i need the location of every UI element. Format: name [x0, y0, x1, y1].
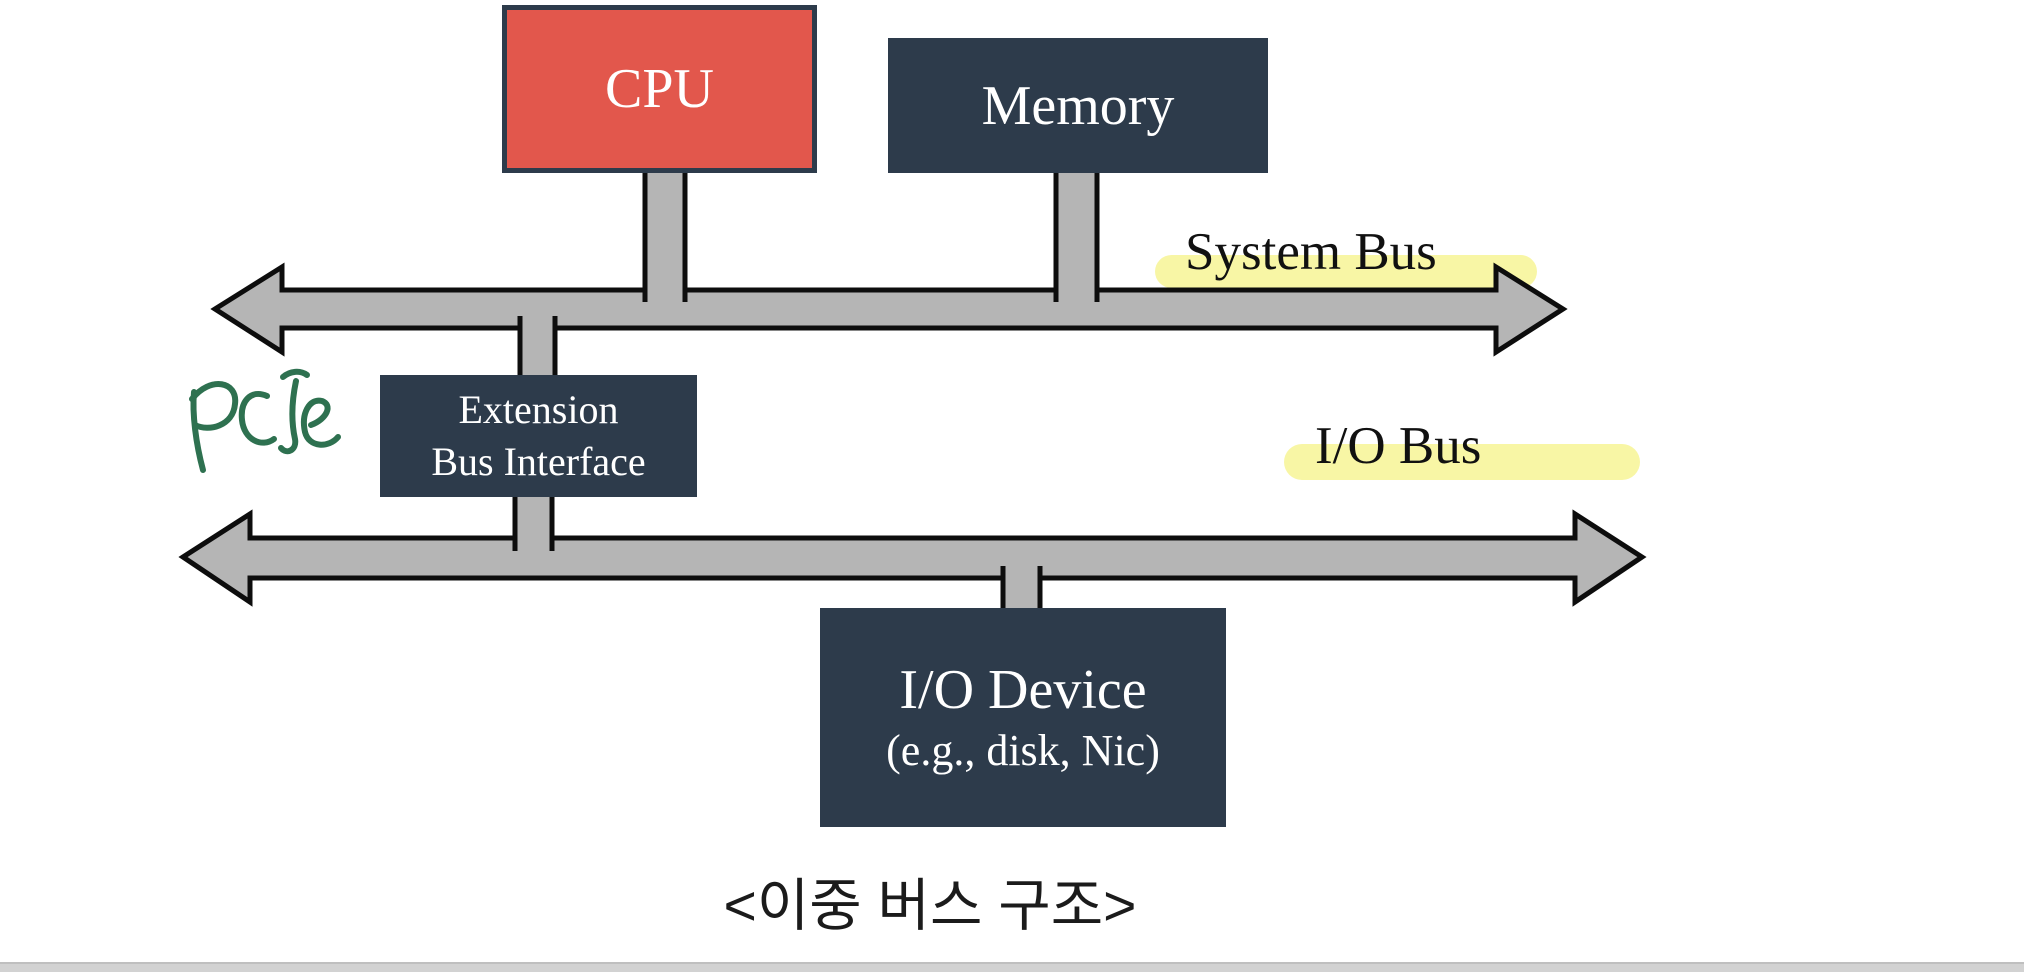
connector-extension-iobus [512, 492, 555, 551]
connector-iobus-iodevice [1000, 566, 1043, 612]
pcie-annotation: PCIe [189, 368, 341, 473]
system-bus-arrow [210, 262, 1568, 357]
cpu-box: CPU [502, 5, 817, 173]
io-device-box: I/O Device (e.g., disk, Nic) [820, 608, 1226, 827]
io-bus-label: I/O Bus [1315, 417, 1482, 475]
memory-box: Memory [888, 38, 1268, 173]
extension-bus-interface-box: Extension Bus Interface [380, 375, 697, 497]
system-bus-highlight-mark [1155, 255, 1537, 288]
bottom-window-strip [0, 962, 2024, 972]
io-device-label: I/O Device [899, 658, 1147, 721]
io-bus-arrow [178, 509, 1647, 607]
connector-memory-systembus [1053, 168, 1100, 302]
connector-systembus-extension [517, 316, 558, 378]
io-bus-highlight-mark [1284, 444, 1640, 480]
extension-label-line2: Bus Interface [431, 439, 646, 484]
connector-cpu-systembus [642, 168, 688, 302]
extension-label-line1: Extension [458, 387, 619, 432]
memory-label: Memory [981, 74, 1175, 137]
diagram-caption: <이중 버스 구조> [723, 874, 1137, 938]
cpu-label: CPU [605, 58, 714, 120]
io-device-sublabel: (e.g., disk, Nic) [886, 725, 1160, 775]
system-bus-label: System Bus [1185, 223, 1437, 281]
